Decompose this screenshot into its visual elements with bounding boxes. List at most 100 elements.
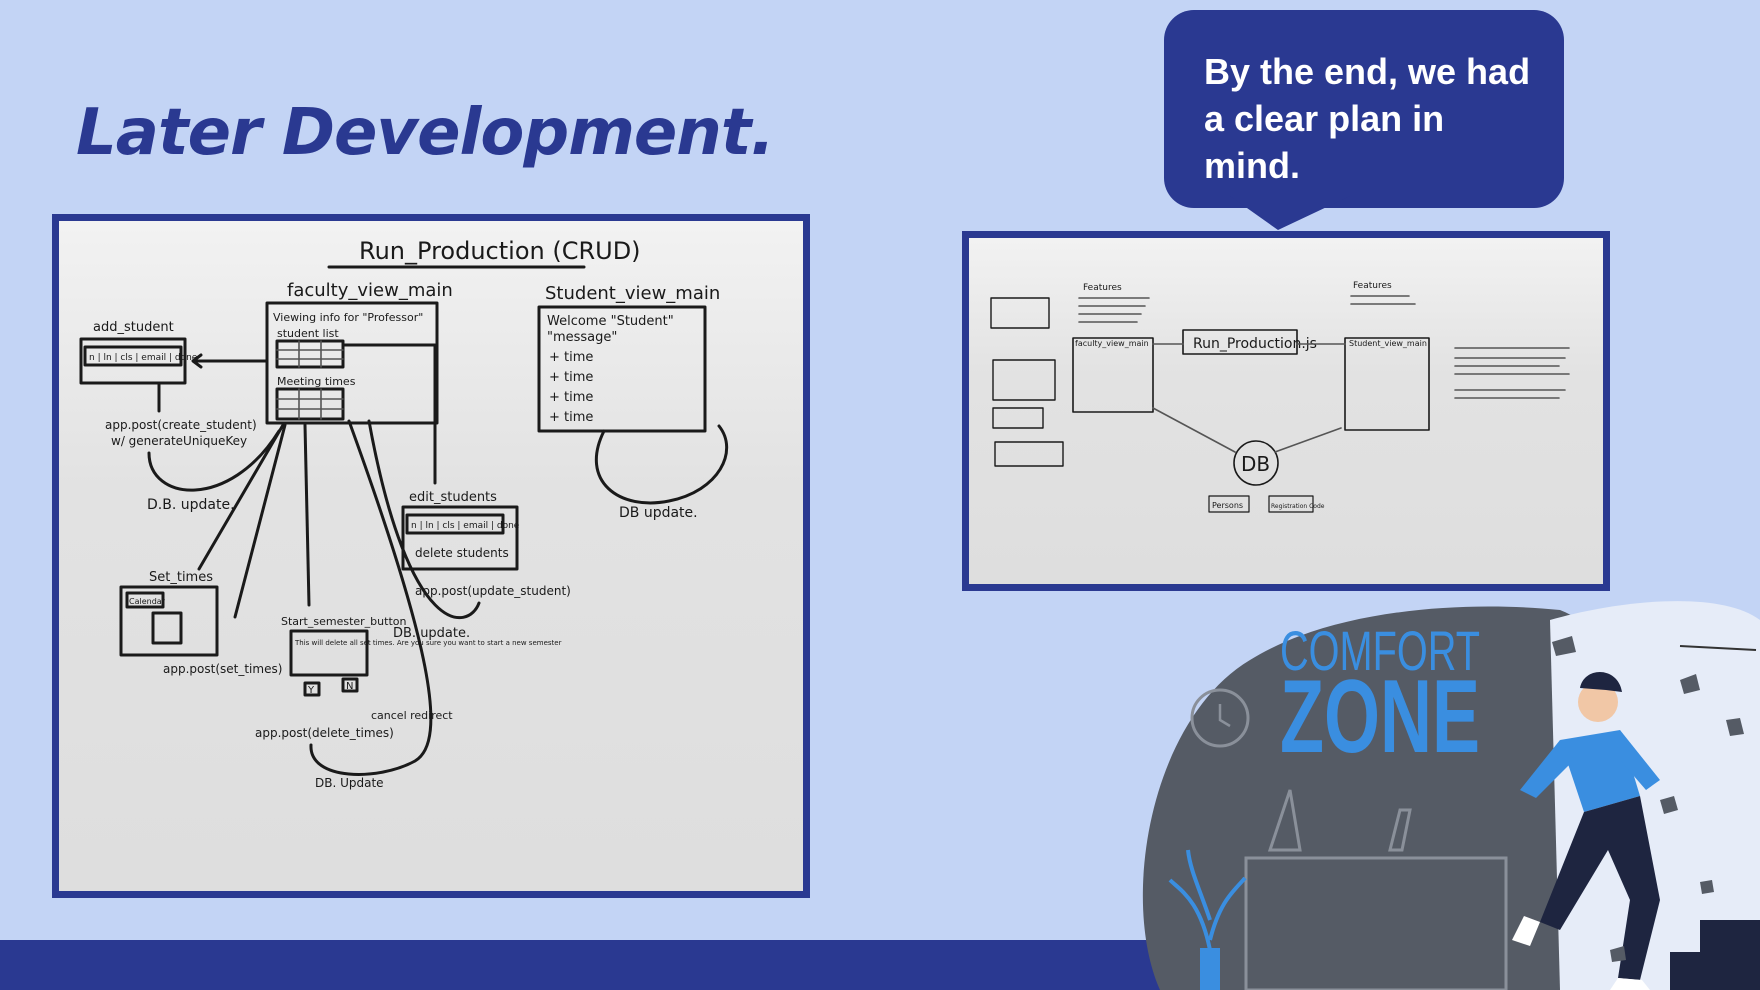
plant-pot [1200, 948, 1220, 990]
arrow-to-semester [303, 423, 311, 607]
wb2-box-1 [990, 297, 1050, 329]
wb-db-update-mid: DB. update. [393, 626, 470, 641]
wb2-registration: Registration Code [1271, 503, 1325, 510]
zone-word: ZONE [1280, 659, 1480, 775]
wb-add-student-cols: n | ln | cls | email | done [89, 353, 198, 363]
wb-db-update-right: DB update. [619, 505, 698, 521]
wb-student-line-4: + time [549, 370, 593, 385]
wb2-run-production-box [1182, 329, 1298, 355]
wb-no: N [346, 681, 353, 692]
student-list-grid-lines [276, 340, 344, 368]
edit-students-fields [405, 513, 505, 535]
semester-warning-box [289, 629, 369, 677]
whiteboard-sketch-right: Features Features Run_Production.js facu… [990, 281, 1570, 513]
wb2-faculty-view: faculty_view_main [1075, 339, 1149, 348]
wb-edit-students: edit_students [409, 490, 497, 505]
wb-student-line-6: + time [549, 410, 593, 425]
wb-cancel-redirect: cancel redirect [371, 709, 453, 722]
arrow-settimes-back [233, 423, 287, 619]
wb2-persons-box [1208, 495, 1250, 513]
monitor-icon [1267, 789, 1302, 852]
wb-student-line-5: + time [549, 390, 593, 405]
calendar-box [125, 591, 165, 609]
wb-student-line-1: Welcome "Student" [547, 314, 674, 329]
curve-delete [309, 419, 433, 776]
wb-student-view-label: Student_view_main [545, 283, 720, 304]
wb-student-line-3: + time [549, 350, 593, 365]
wb-app-post-update: app.post(update_student) [415, 584, 571, 598]
wb2-db: DB [1241, 452, 1270, 476]
wb-generate-key: w/ generateUniqueKey [111, 434, 247, 448]
comfort-zone-illustration: COMFORT ZONE [1142, 601, 1760, 990]
wb-calendar: Calendar [129, 597, 166, 606]
wb-faculty-line-2: student list [277, 327, 339, 340]
wb-delete-students: delete students [415, 546, 509, 560]
wb-warning: This will delete all set times. Are you … [294, 639, 562, 647]
wb2-faculty-box [1072, 337, 1154, 413]
plant-icon [1168, 849, 1247, 951]
wb2-box-3 [992, 407, 1044, 429]
wb2-student-view: Student_view_main [1349, 339, 1427, 348]
wb-faculty-line-1: Viewing info for "Professor" [273, 311, 423, 324]
edit-students-box [401, 505, 519, 571]
wb-faculty-line-3: Meeting times [277, 375, 356, 388]
wb2-registration-box [1268, 495, 1314, 513]
arrow-to-settimes [197, 423, 285, 571]
wb2-student-box [1344, 337, 1430, 431]
wb-db-update-left: D.B. update. [147, 497, 235, 513]
wb-app-post-set: app.post(set_times) [163, 662, 282, 676]
wb2-box-4 [994, 441, 1064, 467]
wb-heading: Run_Production (CRUD) [359, 237, 641, 265]
desk [1244, 856, 1508, 990]
lamp-icon [1388, 808, 1412, 852]
calendar-grid [151, 611, 183, 645]
student-db-loop [594, 424, 729, 505]
wb2-box-2 [992, 359, 1056, 401]
running-man-icon [1512, 671, 1660, 990]
set-times-box [119, 585, 219, 657]
wb-faculty-view-label: faculty_view_main [287, 280, 453, 301]
speed-line [1679, 645, 1757, 651]
wb-student-line-2: "message" [547, 330, 617, 345]
arrow-to-edit [341, 343, 437, 485]
wb-edit-cols: n | ln | cls | email | done [411, 521, 520, 531]
whiteboard-photo-left: Run_Production (CRUD) faculty_view_main … [52, 214, 810, 898]
wb2-features-right: Features [1353, 281, 1392, 291]
add-student-box [79, 337, 187, 385]
curve-create-update [147, 429, 281, 492]
features-right-lines [1350, 295, 1416, 305]
wb-yes: Y [307, 685, 315, 696]
callout-text: By the end, we had a clear plan in mind. [1204, 51, 1531, 186]
features-left-lines [1078, 297, 1150, 323]
callout-bubble: By the end, we had a clear plan in mind. [1164, 10, 1564, 208]
wb-app-post-delete: app.post(delete_times) [255, 726, 394, 740]
no-box [341, 677, 359, 693]
wb2-notes [1454, 347, 1570, 399]
whiteboard-surface: Run_Production (CRUD) faculty_view_main … [59, 221, 803, 891]
slide-title: Later Development. [76, 96, 775, 170]
callout-tail [1230, 196, 1350, 230]
clock-icon [1190, 688, 1250, 748]
whiteboard-photo-right: Features Features Run_Production.js facu… [962, 231, 1610, 591]
arrowhead-add [191, 353, 203, 369]
wb-start-semester: Start_semester_button [281, 615, 406, 628]
wb2-run-production: Run_Production.js [1193, 336, 1317, 352]
meeting-times-grid-lines [276, 388, 344, 420]
wb2-db-circle [1233, 440, 1279, 486]
yes-box [303, 681, 321, 697]
whiteboard-surface-right: Features Features Run_Production.js facu… [969, 238, 1603, 584]
faculty-view-box [265, 301, 439, 425]
curve-update [367, 419, 481, 620]
add-student-fields [83, 345, 183, 367]
stairs-icon [1670, 920, 1760, 990]
wb2-db-links [1152, 407, 1342, 453]
wb-add-student: add_student [93, 320, 174, 335]
wb-db-update-bottom: DB. Update [315, 776, 384, 790]
wb2-persons: Persons [1212, 501, 1243, 510]
meeting-times-grid [275, 387, 345, 421]
comfort-word: COMFORT [1280, 619, 1480, 682]
whiteboard-sketch-left: Run_Production (CRUD) faculty_view_main … [79, 237, 729, 790]
wb-app-post-create: app.post(create_student) [105, 418, 257, 432]
wb2-features-left: Features [1083, 283, 1122, 293]
wb-set-times: Set_times [149, 570, 213, 585]
